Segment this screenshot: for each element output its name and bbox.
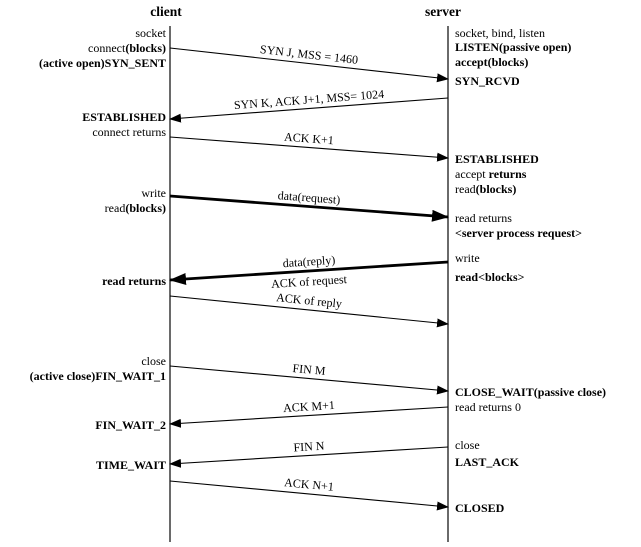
client-column-title: client	[150, 4, 182, 19]
client-event-label: socket	[135, 26, 166, 40]
message-arrow-ack-of-reply	[169, 295, 449, 328]
message-arrow-ack-n-plus-1	[169, 480, 449, 511]
server-event-label: accept(blocks)	[455, 55, 529, 69]
message-arrow-fin-m	[169, 365, 449, 395]
message-arrow-data-request	[169, 194, 449, 222]
client-event-label: write	[141, 186, 166, 200]
client-event-label: read returns	[102, 274, 166, 288]
message-arrow-ack-m-plus-1	[169, 406, 449, 428]
server-event-label: write	[455, 251, 480, 265]
message-arrow-syn-j	[169, 47, 449, 83]
server-event-label: <server process request>	[455, 226, 582, 240]
message-arrow-syn-k	[169, 97, 449, 123]
message-label-ack-m-plus-1: ACK M+1	[282, 397, 336, 415]
server-event-label: accept returns	[455, 167, 527, 181]
client-event-label: ESTABLISHED	[82, 110, 166, 124]
server-event-label: read returns	[455, 211, 512, 225]
server-event-label: socket, bind, listen	[455, 26, 545, 40]
client-event-label: close	[141, 354, 166, 368]
server-event-label: LISTEN(passive open)	[455, 40, 572, 54]
client-event-label: (active close)FIN_WAIT_1	[29, 369, 166, 383]
message-label-fin-m: FIN M	[291, 360, 327, 378]
client-event-label: TIME_WAIT	[95, 458, 166, 472]
server-event-label: ESTABLISHED	[455, 152, 539, 166]
message-arrow-ack-k-plus-1	[169, 136, 449, 162]
message-label-ack-k-plus-1: ACK K+1	[283, 129, 335, 147]
server-column-title: server	[425, 4, 461, 19]
client-event-label: connect returns	[92, 125, 166, 139]
message-label-fin-n: FIN N	[293, 438, 325, 454]
server-event-label: LAST_ACK	[455, 455, 520, 469]
message-arrow-data-reply	[169, 260, 449, 285]
server-event-label: SYN_RCVD	[455, 74, 520, 88]
message-arrow-fin-n	[169, 446, 449, 468]
client-event-label: FIN_WAIT_2	[95, 418, 166, 432]
server-event-label: read<blocks>	[455, 270, 525, 284]
server-event-label: read(blocks)	[455, 182, 517, 196]
server-event-label: close	[455, 438, 480, 452]
client-event-label: (active open)SYN_SENT	[38, 56, 166, 70]
server-event-label: CLOSED	[455, 501, 505, 515]
server-event-label: read returns 0	[455, 400, 521, 414]
client-event-label: read(blocks)	[104, 201, 166, 215]
server-event-label: CLOSE_WAIT(passive close)	[455, 385, 607, 399]
client-event-label: connect(blocks)	[88, 41, 166, 55]
